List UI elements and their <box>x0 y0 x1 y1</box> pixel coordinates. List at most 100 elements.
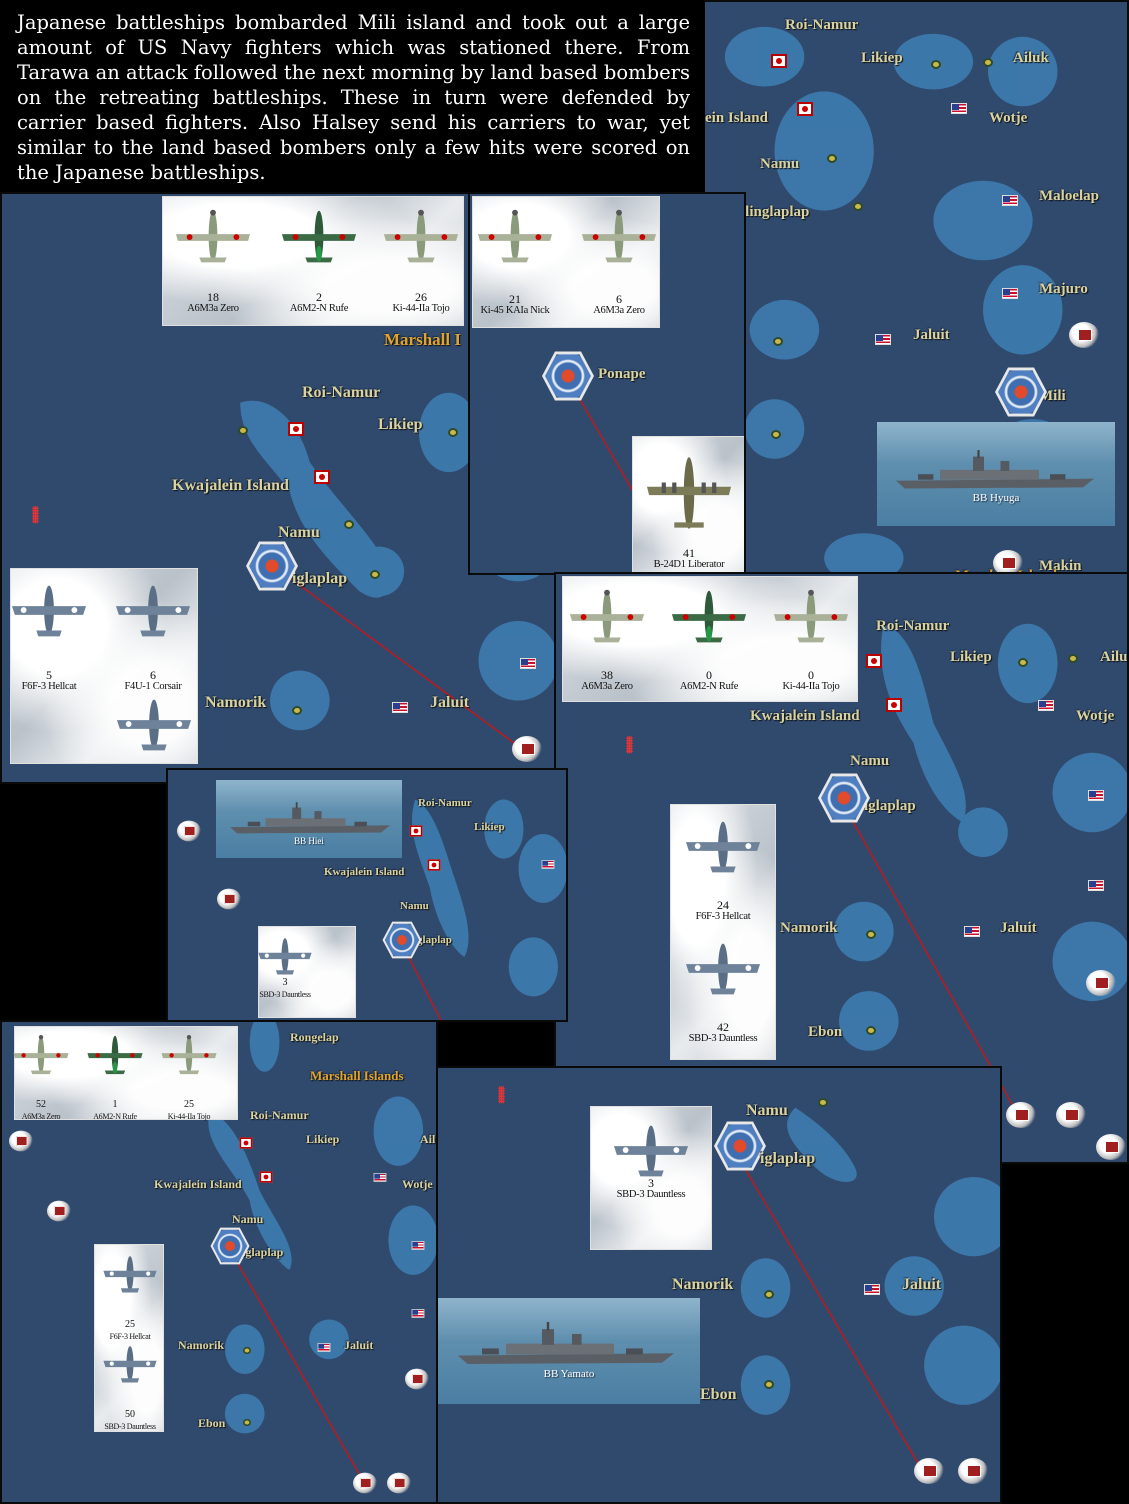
aircraft-slot[interactable]: 6 F4U-1 Corsair <box>103 581 203 693</box>
aircraft-slot[interactable]: 3 SBD-3 Dauntless <box>235 935 335 1001</box>
ship-card-hyuga[interactable]: BB Hyuga <box>877 422 1115 526</box>
aircraft-slot[interactable]: 5 F6F-3 Hellcat <box>0 581 99 693</box>
aircraft-slot[interactable]: 52 A6M3a Zero <box>0 1033 91 1123</box>
airbase-dot-icon[interactable] <box>448 428 458 437</box>
airbase-dot-icon[interactable] <box>931 60 941 69</box>
warship-icon[interactable] <box>958 1458 988 1484</box>
aircraft-slot[interactable]: 41 B-24D1 Liberator <box>639 451 739 571</box>
warship-icon[interactable]: ⩩⩩ <box>498 1084 505 1107</box>
airbase-dot-icon[interactable] <box>983 58 993 67</box>
japan-flag-icon[interactable] <box>259 1171 273 1183</box>
us-flag-icon[interactable] <box>1088 790 1104 801</box>
warship-icon[interactable] <box>1096 1134 1126 1160</box>
us-aircraft-card[interactable]: 3 SBD-3 Dauntless <box>590 1106 712 1250</box>
warship-icon[interactable] <box>47 1200 71 1222</box>
aircraft-slot[interactable]: 24 F6F-3 Hellcat <box>673 817 773 923</box>
airbase-dot-icon[interactable] <box>866 1026 876 1035</box>
warship-icon[interactable] <box>993 550 1023 576</box>
us-flag-icon[interactable] <box>317 1343 331 1352</box>
us-aircraft-card[interactable]: 24 F6F-3 Hellcat 42 SBD-3 Dauntless <box>670 804 776 1060</box>
warship-icon[interactable] <box>9 1130 33 1152</box>
us-aircraft-card[interactable]: 41 B-24D1 Liberator <box>632 436 744 573</box>
warship-icon[interactable] <box>1006 1102 1036 1128</box>
aircraft-slot[interactable]: 6 A6M3a Zero <box>569 207 669 317</box>
jp-aircraft-card[interactable]: 38 A6M3a Zero 0 A6M2-N Rufe 0 Ki-44-IIa … <box>562 576 858 702</box>
aircraft-slot[interactable]: 18 A6M3a Zero <box>163 207 263 315</box>
airbase-dot-icon[interactable] <box>243 1346 251 1355</box>
warship-icon[interactable] <box>512 736 542 762</box>
warship-icon[interactable]: ⩩⩩ <box>32 504 39 527</box>
airbase-dot-icon[interactable] <box>764 1380 774 1389</box>
us-aircraft-card[interactable]: 25 F6F-3 Hellcat 50 SBD-3 Dauntless <box>94 1244 164 1432</box>
airbase-dot-icon[interactable] <box>818 1098 828 1107</box>
japan-flag-icon[interactable] <box>239 1137 253 1149</box>
japan-flag-icon[interactable] <box>314 470 330 484</box>
aircraft-slot[interactable]: 3 SBD-3 Dauntless <box>601 1121 701 1201</box>
aircraft-slot[interactable]: 26 Ki-44-IIa Tojo <box>371 207 471 315</box>
aircraft-slot[interactable]: 0 A6M2-N Rufe <box>659 587 759 693</box>
us-flag-icon[interactable] <box>411 1309 425 1318</box>
aircraft-slot[interactable]: 2 A6M2-N Rufe <box>269 207 369 315</box>
warship-icon[interactable]: ⩩⩩ <box>626 734 633 757</box>
us-flag-icon[interactable] <box>864 1284 880 1295</box>
warship-icon[interactable] <box>914 1458 944 1484</box>
carrier-target-hex-icon[interactable] <box>818 773 870 823</box>
airbase-dot-icon[interactable] <box>243 1418 251 1427</box>
warship-icon[interactable] <box>405 1368 429 1390</box>
ship-card-yamato[interactable]: BB Yamato <box>438 1298 700 1404</box>
airbase-dot-icon[interactable] <box>771 430 781 439</box>
airbase-dot-icon[interactable] <box>853 202 863 211</box>
airbase-dot-icon[interactable] <box>370 570 380 579</box>
us-aircraft-card[interactable]: 5 F6F-3 Hellcat 6 F4U-1 Corsair <box>10 568 198 764</box>
airbase-dot-icon[interactable] <box>866 930 876 939</box>
us-flag-icon[interactable] <box>392 702 408 713</box>
aircraft-slot[interactable]: 42 SBD-3 Dauntless <box>673 939 773 1045</box>
airbase-dot-icon[interactable] <box>292 706 302 715</box>
us-flag-icon[interactable] <box>875 334 891 345</box>
carrier-target-hex-icon[interactable] <box>542 351 594 401</box>
jp-aircraft-card[interactable]: 18 A6M3a Zero 2 A6M2-N Rufe 26 Ki-44-IIa… <box>162 196 464 326</box>
airbase-dot-icon[interactable] <box>1068 654 1078 663</box>
airbase-dot-icon[interactable] <box>827 154 837 163</box>
aircraft-slot[interactable]: 25 F6F-3 Hellcat <box>80 1253 180 1343</box>
us-flag-icon[interactable] <box>951 103 967 114</box>
airbase-dot-icon[interactable] <box>1018 658 1028 667</box>
japan-flag-icon[interactable] <box>288 422 304 436</box>
warship-icon[interactable] <box>177 820 201 842</box>
aircraft-slot[interactable]: 21 Ki-45 KAIa Nick <box>468 207 565 317</box>
japan-flag-icon[interactable] <box>866 654 882 668</box>
japan-flag-icon[interactable] <box>771 54 787 68</box>
us-flag-icon[interactable] <box>1088 880 1104 891</box>
us-flag-icon[interactable] <box>411 1241 425 1250</box>
aircraft-slot[interactable]: 25 Ki-44-IIa Tojo <box>139 1033 239 1123</box>
aircraft-slot[interactable]: 38 A6M3a Zero <box>557 587 657 693</box>
japan-flag-icon[interactable] <box>427 859 441 871</box>
airbase-dot-icon[interactable] <box>764 1290 774 1299</box>
us-flag-icon[interactable] <box>1002 288 1018 299</box>
carrier-target-hex-icon[interactable] <box>714 1121 766 1171</box>
warship-icon[interactable] <box>1056 1102 1086 1128</box>
airbase-dot-icon[interactable] <box>773 337 783 346</box>
warship-icon[interactable] <box>387 1472 411 1494</box>
aircraft-slot[interactable]: 1 A6M2-N Rufe <box>65 1033 165 1123</box>
us-flag-icon[interactable] <box>373 1173 387 1182</box>
us-aircraft-card[interactable]: 3 SBD-3 Dauntless <box>258 926 356 1018</box>
japan-flag-icon[interactable] <box>797 102 813 116</box>
japan-flag-icon[interactable] <box>409 825 423 837</box>
japan-flag-icon[interactable] <box>886 698 902 712</box>
warship-icon[interactable] <box>353 1472 377 1494</box>
us-flag-icon[interactable] <box>964 926 980 937</box>
warship-icon[interactable] <box>1069 322 1099 348</box>
aircraft-slot[interactable]: 0 Ki-44-IIa Tojo <box>761 587 861 693</box>
jp-aircraft-card[interactable]: 52 A6M3a Zero 1 A6M2-N Rufe 25 Ki-44-IIa… <box>14 1026 239 1123</box>
warship-icon[interactable] <box>1086 970 1116 996</box>
us-flag-icon[interactable] <box>1002 195 1018 206</box>
us-flag-icon[interactable] <box>1038 700 1054 711</box>
us-flag-icon[interactable] <box>520 658 536 669</box>
us-flag-icon[interactable] <box>541 860 555 869</box>
airbase-dot-icon[interactable] <box>238 426 248 435</box>
ship-card-hiei[interactable]: BB Hiei <box>216 780 402 858</box>
warship-icon[interactable] <box>217 888 241 910</box>
jp-aircraft-card[interactable]: 21 Ki-45 KAIa Nick 6 A6M3a Zero <box>472 196 660 328</box>
airbase-dot-icon[interactable] <box>344 520 354 529</box>
